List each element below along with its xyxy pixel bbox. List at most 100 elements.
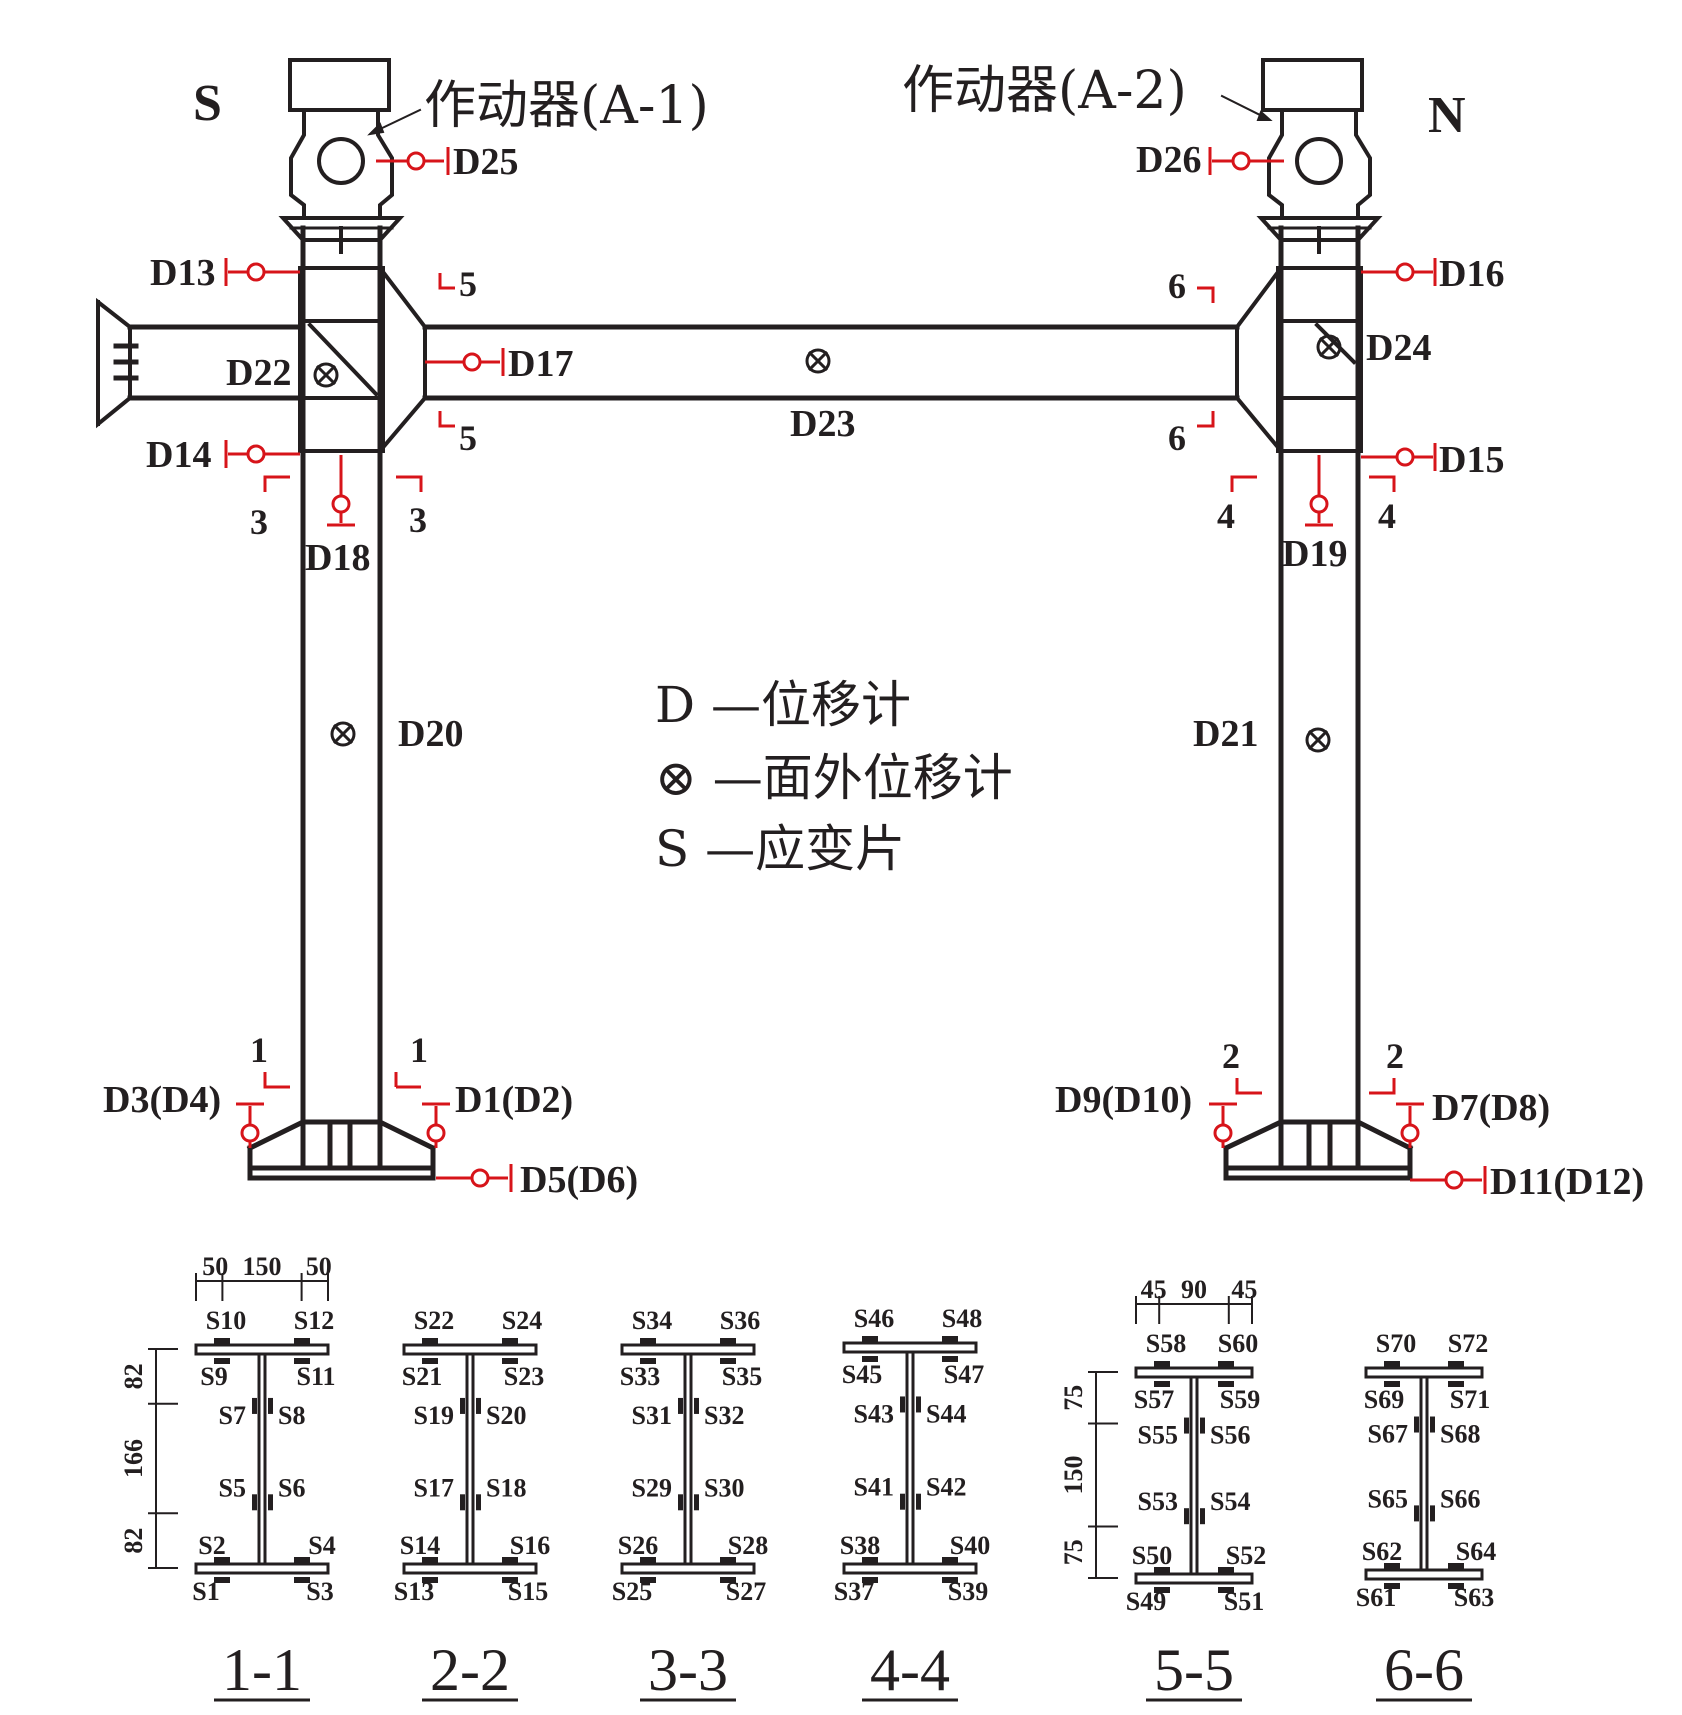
gauge-label: S55 (1138, 1421, 1178, 1450)
gauge-label: S58 (1146, 1329, 1186, 1358)
dimension-label: 50 (202, 1252, 228, 1281)
d20-label: D20 (398, 713, 463, 755)
strain-gauge (640, 1577, 656, 1583)
d23-symbol (805, 348, 831, 374)
dimension-label: 50 (306, 1252, 332, 1281)
actuator-a1-label: 作动器(A-1) (424, 76, 709, 136)
section-title: 4-4 (870, 1637, 950, 1703)
strain-gauge (640, 1557, 656, 1563)
strain-gauge (252, 1494, 257, 1511)
d3d4-label: D3(D4) (103, 1079, 221, 1121)
strain-gauge (1448, 1361, 1464, 1367)
cut1-left: 1 (250, 1030, 268, 1070)
strain-gauge (502, 1577, 518, 1583)
dimension-label: 75 (1059, 1539, 1088, 1565)
displacement-meters (224, 147, 1487, 1194)
gauge-label: S48 (942, 1304, 982, 1333)
gauge-label: S43 (854, 1399, 894, 1428)
section-title: 6-6 (1384, 1637, 1464, 1703)
cut-mark-numbers: 5 5 6 6 3 3 4 4 1 1 2 2 (250, 264, 1404, 1076)
strain-gauge (1384, 1381, 1400, 1387)
strain-gauge (916, 1396, 921, 1413)
d24-label: D24 (1366, 327, 1431, 369)
gauge-label: S23 (504, 1362, 544, 1391)
strain-gauge (862, 1577, 878, 1583)
d18-meter (327, 455, 355, 527)
dimension-label: 45 (1231, 1275, 1257, 1304)
gauge-label: S36 (720, 1306, 760, 1335)
d15-meter (1361, 443, 1437, 471)
cut4-left: 4 (1217, 496, 1235, 536)
bottom-flange (1134, 1572, 1254, 1585)
strain-gauge (640, 1338, 656, 1344)
d18-label: D18 (305, 537, 370, 579)
strain-gauge (502, 1358, 518, 1364)
bottom-flange (842, 1562, 978, 1575)
d19-meter (1305, 455, 1333, 527)
out-of-plane-meters (313, 334, 1342, 753)
strain-gauge (1430, 1505, 1435, 1522)
strain-gauge (1200, 1508, 1205, 1525)
actuator-leaders (367, 94, 1273, 136)
strain-gauge (678, 1397, 683, 1414)
dimension-label: 150 (243, 1252, 282, 1281)
gauge-label: S24 (502, 1306, 542, 1335)
d11d12-label: D11(D12) (1490, 1161, 1644, 1203)
gauge-label: S11 (296, 1362, 335, 1391)
d23-label: D23 (790, 403, 855, 445)
strain-gauge (1184, 1417, 1189, 1434)
strain-gauge (214, 1338, 230, 1344)
d1d2-meter (422, 1102, 450, 1148)
d21-label: D21 (1193, 713, 1258, 755)
strain-gauge (252, 1397, 257, 1414)
gauge-label: S26 (618, 1531, 658, 1560)
gauge-label: S19 (414, 1401, 454, 1430)
gauge-label: S22 (414, 1306, 454, 1335)
dimension-label: 45 (1141, 1275, 1167, 1304)
d7d8-label: D7(D8) (1432, 1087, 1550, 1129)
north-label: N (1428, 87, 1466, 144)
gauge-label: S59 (1220, 1385, 1260, 1414)
dimension-label: 75 (1059, 1385, 1088, 1411)
gauge-label: S65 (1368, 1484, 1408, 1513)
strain-gauge (1218, 1381, 1234, 1387)
section-title: 3-3 (648, 1637, 728, 1703)
strain-gauge (862, 1356, 878, 1362)
top-flange (1134, 1366, 1254, 1379)
gauge-label: S15 (508, 1577, 548, 1606)
strain-gauge (476, 1397, 481, 1414)
strain-gauge (1154, 1587, 1170, 1593)
dimension-label: 166 (119, 1439, 148, 1478)
strain-gauge (942, 1577, 958, 1583)
section-4-4 (842, 1336, 978, 1702)
gauge-label: S8 (278, 1401, 305, 1430)
gauge-label: S45 (842, 1360, 882, 1389)
d3d4-meter (236, 1102, 264, 1148)
gauge-label: S49 (1126, 1587, 1166, 1616)
section-title: 1-1 (222, 1637, 302, 1703)
strain-gauge (1154, 1567, 1170, 1573)
gauge-label: S67 (1368, 1420, 1408, 1449)
cut2-left: 2 (1222, 1036, 1240, 1076)
actuator-a2-label: 作动器(A-2) (902, 61, 1187, 121)
strain-gauge (214, 1577, 230, 1583)
section-cut-marks (263, 273, 1396, 1095)
gauge-label: S5 (219, 1473, 246, 1502)
strain-gauge (422, 1358, 438, 1364)
bottom-flange (620, 1562, 756, 1575)
legend-s: S —应变片 (655, 820, 905, 878)
strain-gauge (640, 1358, 656, 1364)
bottom-flange (194, 1562, 330, 1575)
dimension-label: 150 (1059, 1456, 1088, 1495)
strain-gauge (720, 1338, 736, 1344)
d17-meter (425, 348, 505, 376)
d26-label: D26 (1136, 139, 1201, 181)
strain-gauge (720, 1358, 736, 1364)
d5d6-label: D5(D6) (520, 1159, 638, 1201)
d19-label: D19 (1282, 533, 1347, 575)
strain-gauge (942, 1336, 958, 1342)
gauge-label: S51 (1224, 1587, 1264, 1616)
strain-gauge (1448, 1381, 1464, 1387)
gauge-label: S13 (394, 1577, 434, 1606)
legend-d: D —位移计 (655, 676, 911, 734)
